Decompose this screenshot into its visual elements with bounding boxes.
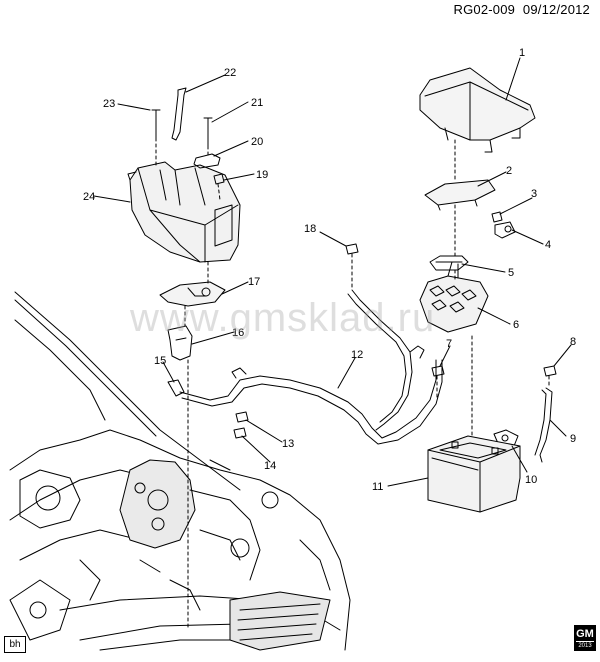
gm-logo-suffix: 2013 bbox=[578, 643, 592, 649]
battery bbox=[427, 435, 521, 513]
callout-19: 19 bbox=[256, 169, 268, 181]
cable-terminal-end bbox=[167, 379, 185, 397]
cable-clip bbox=[235, 411, 249, 423]
callout-10: 10 bbox=[525, 474, 537, 486]
tray-bracket bbox=[159, 281, 226, 307]
callout-2: 2 bbox=[506, 165, 512, 177]
callout-13: 13 bbox=[282, 438, 294, 450]
diagram-ref: RG02-009 bbox=[453, 2, 516, 17]
callout-20: 20 bbox=[251, 136, 263, 148]
battery-cover bbox=[419, 67, 536, 153]
negative-battery-cable bbox=[534, 387, 553, 463]
terminal-nut bbox=[431, 365, 445, 377]
watermark: www.gmsklad.ru bbox=[130, 296, 436, 340]
hold-down-bolt bbox=[203, 117, 213, 147]
callout-7: 7 bbox=[446, 338, 452, 350]
cable-nut bbox=[345, 243, 359, 255]
locator-lines bbox=[155, 137, 550, 631]
callout-9: 9 bbox=[570, 433, 576, 445]
callout-6: 6 bbox=[513, 319, 519, 331]
diagram-header: RG02-009 09/12/2012 bbox=[450, 2, 590, 17]
fuse-block bbox=[419, 261, 489, 333]
callout-1: 1 bbox=[519, 47, 525, 59]
gm-logo: GM 2013 bbox=[574, 625, 596, 651]
hold-down-nut bbox=[213, 173, 225, 185]
positive-battery-cable bbox=[179, 289, 443, 445]
tray-support-bracket bbox=[167, 325, 193, 361]
cable-retainer bbox=[233, 427, 247, 439]
callout-21: 21 bbox=[251, 97, 263, 109]
leader-lines bbox=[93, 57, 572, 487]
callout-numbers: 1 2 3 4 5 6 7 8 9 10 11 12 13 14 15 16 1… bbox=[83, 47, 576, 493]
callout-24: 24 bbox=[83, 191, 95, 203]
fuse-block-cover bbox=[429, 255, 469, 271]
callout-17: 17 bbox=[248, 276, 260, 288]
callout-15: 15 bbox=[154, 355, 166, 367]
callout-5: 5 bbox=[508, 267, 514, 279]
callout-23: 23 bbox=[103, 98, 115, 110]
hold-down-clamp bbox=[193, 153, 221, 169]
vehicle-engine-compartment bbox=[9, 291, 351, 651]
callout-14: 14 bbox=[264, 460, 276, 472]
positive-terminal-clamp bbox=[494, 221, 516, 239]
battery-tray bbox=[127, 161, 241, 263]
battery-hold-down-rod bbox=[171, 87, 187, 141]
battery-terminal-cover bbox=[424, 179, 496, 211]
callout-18: 18 bbox=[304, 223, 316, 235]
corner-tag: bh bbox=[4, 636, 26, 653]
callout-3: 3 bbox=[531, 188, 537, 200]
gm-logo-text: GM bbox=[576, 628, 594, 642]
callout-11: 11 bbox=[372, 481, 383, 493]
callout-22: 22 bbox=[224, 67, 236, 79]
callout-16: 16 bbox=[232, 327, 244, 339]
diagram-date: 09/12/2012 bbox=[522, 2, 590, 17]
ground-nut bbox=[543, 365, 557, 377]
tray-bolt bbox=[151, 109, 161, 139]
callout-4: 4 bbox=[545, 239, 551, 251]
battery-terminal-nut bbox=[491, 211, 503, 223]
callout-12: 12 bbox=[351, 349, 363, 361]
callout-8: 8 bbox=[570, 336, 576, 348]
